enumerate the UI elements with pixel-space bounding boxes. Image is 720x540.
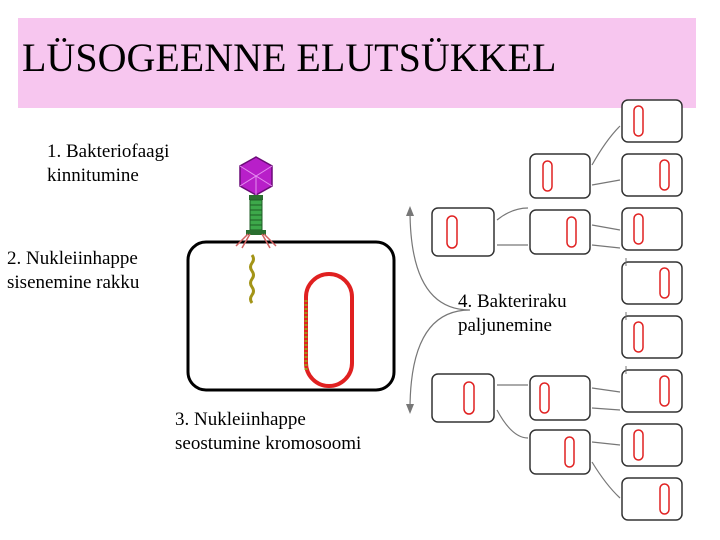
- title-band: [18, 18, 696, 108]
- step-1-line-2: kinnitumine: [47, 165, 139, 186]
- step-3-line-2: seostumine kromosoomi: [175, 433, 362, 454]
- step-1-label: 1. Bakteriofaagi kinnitumine: [47, 140, 169, 188]
- bacteriophage: [235, 156, 277, 249]
- step-1-line-1: 1. Bakteriofaagi: [47, 141, 170, 162]
- host-cell: [186, 240, 396, 392]
- step-4-label: 4. Bakteriraku paljunemine: [458, 290, 567, 338]
- division-arrows: [409, 209, 471, 411]
- step-4-line-2: paljunemine: [458, 315, 552, 336]
- step-4-line-1: 4. Bakteriraku: [458, 291, 567, 312]
- step-3-label: 3. Nukleiinhappe seostumine kromosoomi: [175, 408, 361, 456]
- step-2-line-2: sisenemine rakku: [7, 272, 140, 293]
- step-2-label: 2. Nukleiinhappe sisenemine rakku: [7, 247, 139, 295]
- phage-tail-fibers: [235, 233, 277, 249]
- slide-title: LÜSOGEENNE ELUTSÜKKEL: [22, 35, 557, 80]
- step-3-line-1: 3. Nukleiinhappe: [175, 409, 306, 430]
- phage-collar: [249, 195, 263, 200]
- step-2-line-1: 2. Nukleiinhappe: [7, 248, 138, 269]
- daughter-cells-column-3: [621, 99, 683, 521]
- phage-dna: [249, 254, 255, 304]
- daughter-cells-column-2: [529, 153, 591, 475]
